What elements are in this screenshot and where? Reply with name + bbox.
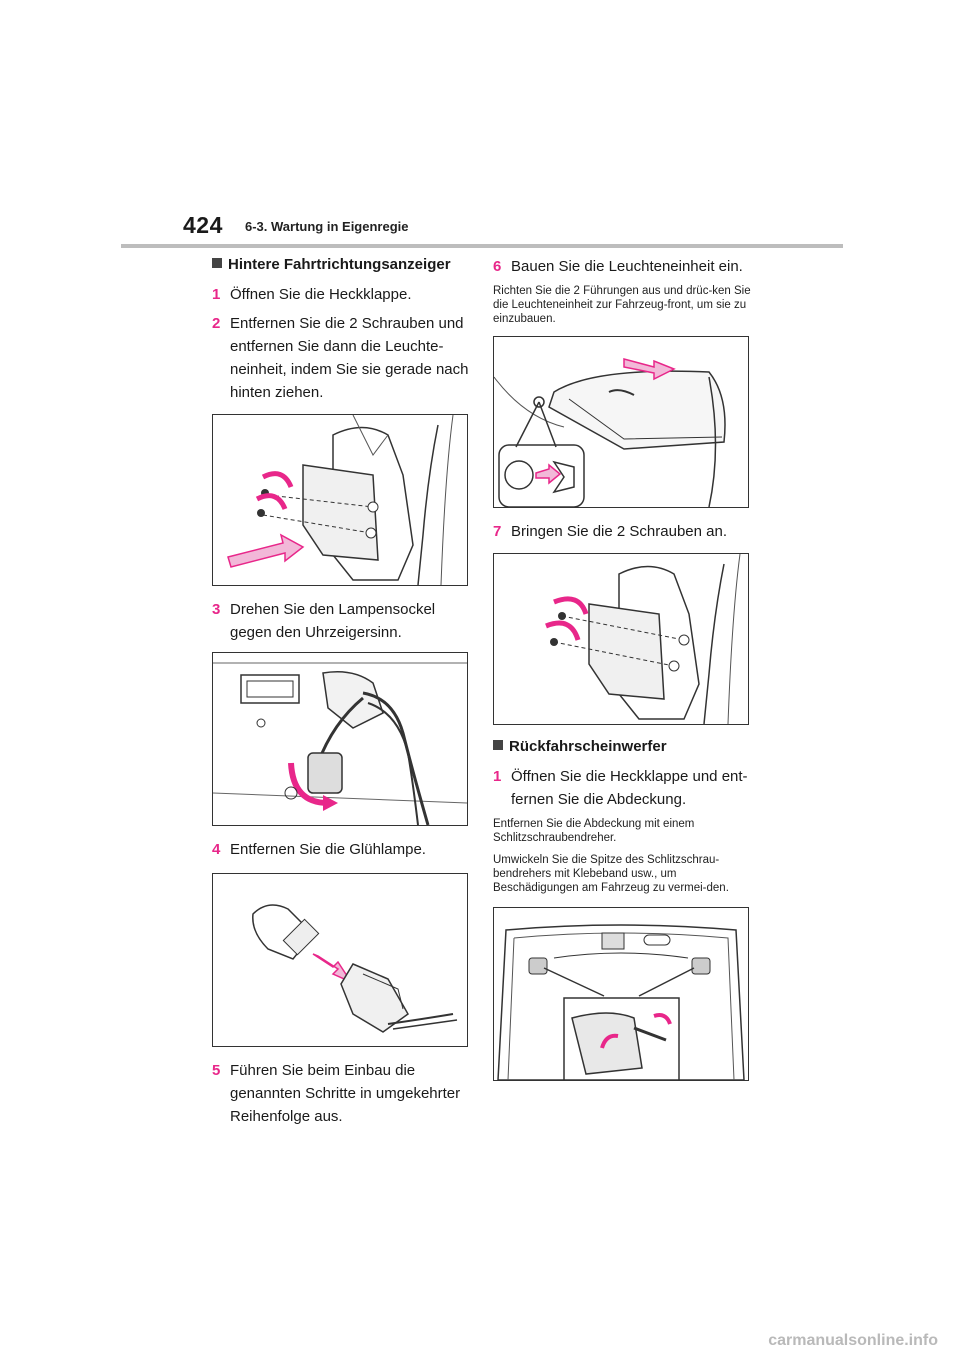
step-text: Entfernen Sie die 2 Schrauben und entfer… — [230, 315, 469, 401]
figure-remove-screws — [212, 414, 468, 586]
right-column: 6 Bauen Sie die Leuchteneinheit ein. Ric… — [493, 255, 755, 1093]
note-text: Entfernen Sie die Abdeckung mit einem Sc… — [493, 818, 695, 844]
step-item: 5 Führen Sie beim Einbau die genannten S… — [212, 1059, 474, 1128]
step-number: 3 — [212, 601, 221, 618]
watermark: carmanualsonline.info — [768, 1332, 938, 1349]
page-number: 424 — [183, 212, 223, 238]
step-text: Führen Sie beim Einbau die genannten Sch… — [230, 1062, 461, 1125]
step-item: 3 Drehen Sie den Lampensockel gegen den … — [212, 598, 474, 644]
figure-remove-bulb — [212, 873, 468, 1047]
step-text: Öffnen Sie die Heckklappe. — [230, 286, 412, 303]
heading-rear-turn-signals: Hintere Fahrtrichtungsanzeiger — [212, 255, 474, 275]
step-item: 1 Öffnen Sie die Heckklappe und ent-fern… — [493, 765, 755, 811]
heading-reversing-lights: Rückfahrscheinwerfer — [493, 737, 755, 757]
step-number: 6 — [493, 258, 502, 275]
step-text: Bringen Sie die 2 Schrauben an. — [511, 523, 727, 540]
figure-turn-lamp-socket — [212, 652, 468, 826]
header-divider — [121, 244, 843, 248]
step-number: 4 — [212, 841, 221, 858]
figure-remove-cover — [493, 907, 749, 1081]
step-text: Drehen Sie den Lampensockel gegen den Uh… — [230, 601, 436, 641]
step-number: 1 — [493, 768, 502, 785]
square-bullet-icon — [212, 258, 222, 268]
step-text: Entfernen Sie die Glühlampe. — [230, 841, 426, 858]
step-item: 4 Entfernen Sie die Glühlampe. — [212, 838, 474, 861]
step-item: 1 Öffnen Sie die Heckklappe. — [212, 283, 474, 306]
step-number: 5 — [212, 1062, 221, 1079]
step-item: 7 Bringen Sie die 2 Schrauben an. — [493, 520, 755, 543]
figure-install-screws — [493, 553, 749, 725]
note-text: Richten Sie die 2 Führungen aus und drüc… — [493, 285, 751, 325]
left-column: Hintere Fahrtrichtungsanzeiger 1 Öffnen … — [212, 255, 474, 1134]
step-text: Öffnen Sie die Heckklappe und ent-fernen… — [511, 768, 748, 808]
step-number: 7 — [493, 523, 502, 540]
step-number: 2 — [212, 315, 221, 332]
step-item: 6 Bauen Sie die Leuchteneinheit ein. — [493, 255, 755, 278]
square-bullet-icon — [493, 740, 503, 750]
section-title: 6-3. Wartung in Eigenregie — [245, 219, 409, 234]
note-text: Umwickeln Sie die Spitze des Schlitzschr… — [493, 854, 729, 894]
figure-install-lamp-unit — [493, 336, 749, 508]
step-text: Bauen Sie die Leuchteneinheit ein. — [511, 258, 743, 275]
step-number: 1 — [212, 286, 221, 303]
page-header: 424 6-3. Wartung in Eigenregie — [0, 0, 960, 250]
step-item: 2 Entfernen Sie die 2 Schrauben und entf… — [212, 312, 474, 404]
